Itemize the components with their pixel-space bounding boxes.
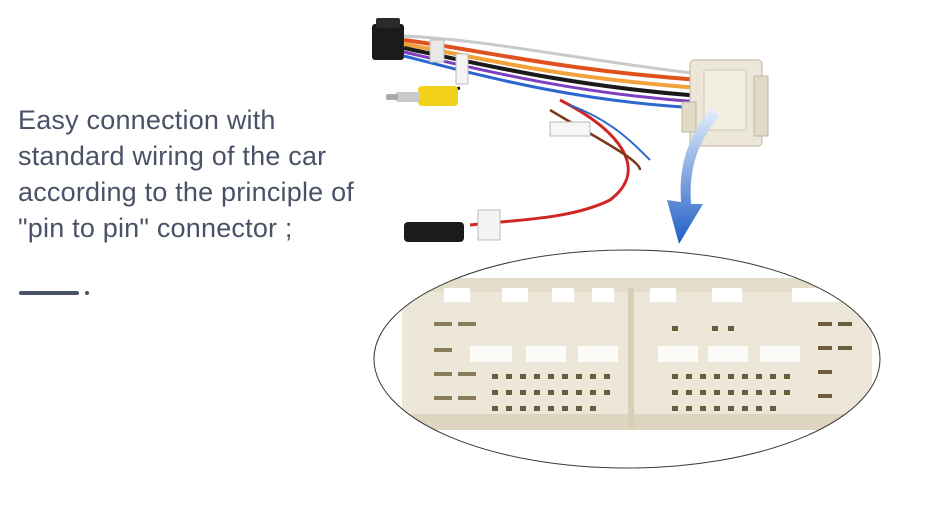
feature-description: Easy connection with standard wiring of … (18, 102, 418, 246)
connector-closeup-image (373, 249, 881, 469)
curved-down-arrow-icon (667, 108, 719, 244)
wiring-harness-image (372, 18, 769, 242)
headline-line-1: Easy connection with (18, 105, 276, 135)
accent-dot (85, 291, 89, 295)
headline-line-3: according to the principle of (18, 177, 354, 207)
headline-line-2: standard wiring of the car (18, 141, 327, 171)
headline-line-4: "pin to pin" connector ; (18, 213, 293, 243)
accent-bar (19, 291, 79, 295)
